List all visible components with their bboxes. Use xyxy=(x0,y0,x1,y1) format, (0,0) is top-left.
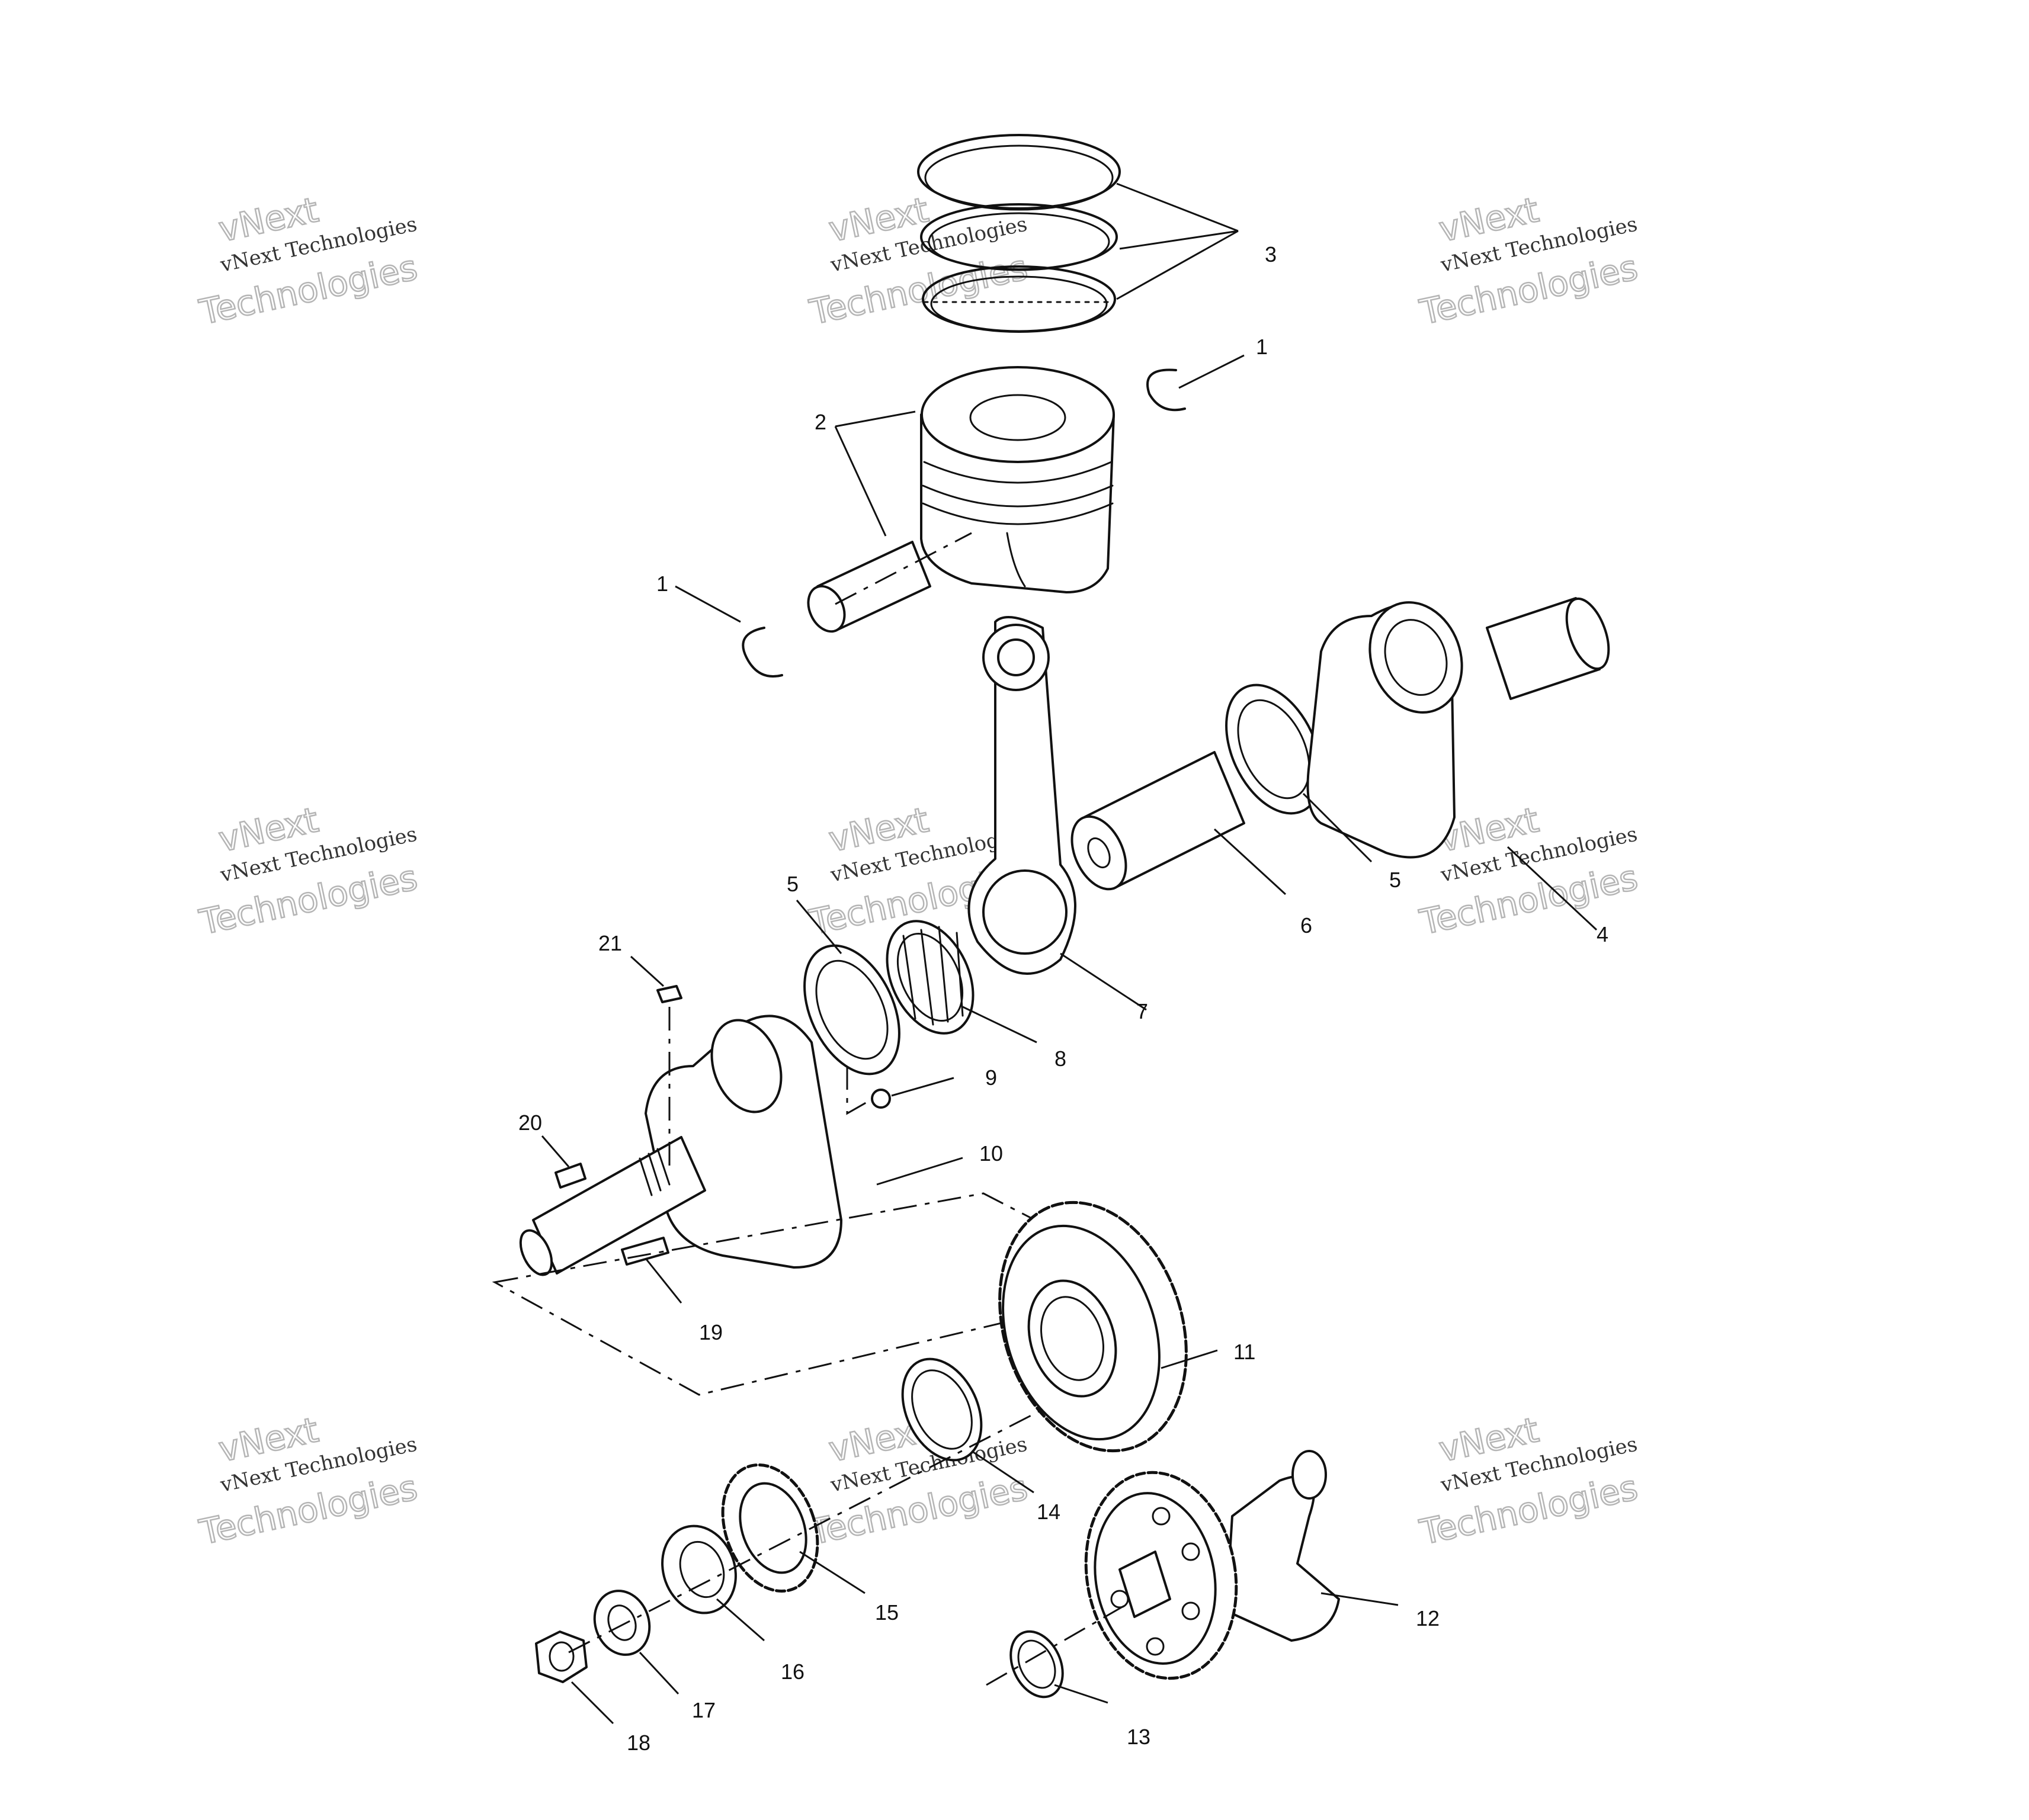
callout-12: 12 xyxy=(1416,1606,1440,1630)
callout-16: 16 xyxy=(781,1659,804,1684)
callouts: 1 1 2 3 4 5 5 6 7 8 9 10 11 12 13 14 15 … xyxy=(518,242,1608,1755)
circlip-lower xyxy=(742,627,783,678)
callout-20: 20 xyxy=(518,1110,542,1135)
watermark: vNext vNext Technologies Technologies xyxy=(805,189,1031,333)
piston-rings xyxy=(917,134,1121,333)
callout-13: 13 xyxy=(1127,1725,1150,1749)
washer-17 xyxy=(593,1590,651,1656)
callout-6: 6 xyxy=(1300,913,1312,938)
callout-5-left: 5 xyxy=(787,872,799,896)
castle-nut xyxy=(661,1524,737,1614)
crankshaft-right-half xyxy=(1306,597,1610,859)
balancer-axis xyxy=(986,1604,1126,1686)
watermark-group: vNext vNext Technologies Technologies vN… xyxy=(195,189,1642,1553)
watermark: vNext vNext Technologies Technologies xyxy=(1415,1409,1642,1553)
sprocket xyxy=(721,1463,819,1593)
watermark: vNext vNext Technologies Technologies xyxy=(195,799,421,943)
callout-18: 18 xyxy=(627,1731,650,1755)
thrust-washer-right xyxy=(1225,683,1322,815)
callout-21: 21 xyxy=(598,931,622,955)
callout-17: 17 xyxy=(692,1698,716,1722)
callout-19: 19 xyxy=(699,1320,723,1344)
callout-5-right: 5 xyxy=(1389,868,1401,892)
callout-10: 10 xyxy=(979,1141,1003,1166)
drive-gear xyxy=(998,1201,1188,1453)
thrust-washer-left xyxy=(803,944,900,1076)
callout-9: 9 xyxy=(985,1065,997,1090)
callout-2: 2 xyxy=(815,410,826,434)
circlip-upper xyxy=(1146,368,1186,412)
callout-7: 7 xyxy=(1136,999,1148,1023)
pin-axis xyxy=(846,1066,868,1115)
crank-pin xyxy=(1070,751,1245,891)
crankshaft-left-half xyxy=(519,1007,842,1276)
woodruff-key-20 xyxy=(554,1163,586,1189)
piston-pin xyxy=(807,532,972,633)
watermark: vNext vNext Technologies Technologies xyxy=(195,189,421,333)
piston xyxy=(920,366,1115,593)
watermark: vNext vNext Technologies Technologies xyxy=(1415,189,1642,333)
washer-13 xyxy=(1009,1630,1064,1699)
washer-14 xyxy=(901,1357,983,1462)
hex-nut xyxy=(535,1630,588,1683)
watermark: vNext vNext Technologies Technologies xyxy=(195,1409,421,1553)
callout-1-lower: 1 xyxy=(656,572,668,596)
callout-3: 3 xyxy=(1265,242,1277,267)
callout-11: 11 xyxy=(1233,1340,1255,1364)
woodruff-key-21 xyxy=(656,985,682,1003)
callout-4: 4 xyxy=(1597,922,1608,946)
connecting-rod xyxy=(967,616,1076,975)
balancer-gear xyxy=(1084,1450,1340,1680)
needle-bearing xyxy=(886,920,975,1035)
callout-8: 8 xyxy=(1054,1047,1066,1071)
callout-14: 14 xyxy=(1037,1500,1060,1524)
steel-ball xyxy=(871,1089,891,1109)
callout-15: 15 xyxy=(875,1600,899,1625)
callout-1-upper: 1 xyxy=(1256,335,1268,359)
leader-lines xyxy=(541,182,1598,1725)
